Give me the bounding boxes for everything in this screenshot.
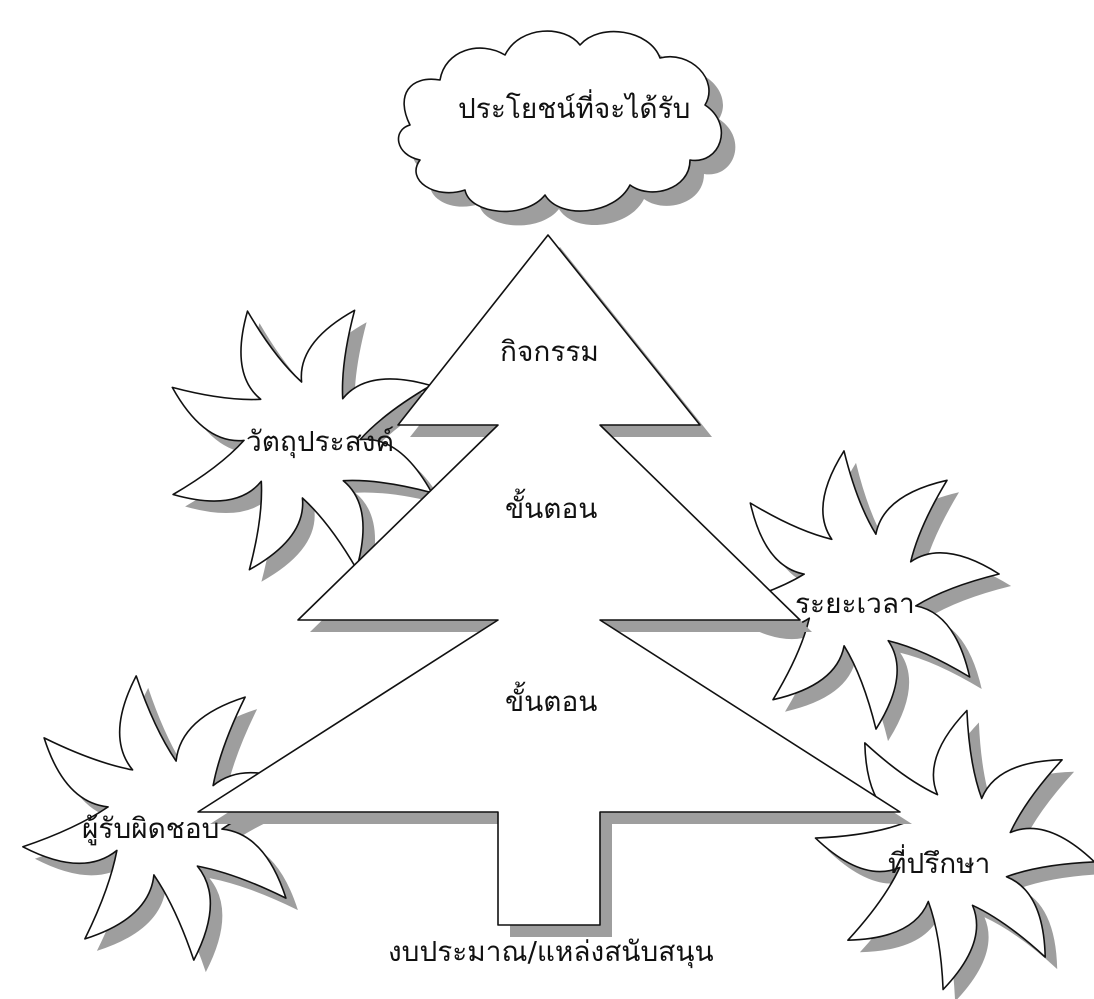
flower-outline	[171, 309, 433, 571]
advisor-label: ที่ปรึกษา	[888, 847, 991, 880]
flower-outline	[22, 675, 308, 961]
flower-responsible	[22, 675, 320, 973]
flower-objective	[171, 309, 444, 582]
objective-label: วัตถุประสงค์	[246, 425, 395, 458]
step-label-upper: ขั้นตอน	[505, 492, 598, 525]
flower-advisor	[814, 709, 1094, 999]
budget-label: งบประมาณ/แหล่งสนับสนุน	[388, 935, 714, 968]
responsible-label: ผู้รับผิดชอบ	[82, 812, 220, 845]
cloud-shape	[397, 30, 736, 226]
activity-label: กิจกรรม	[500, 335, 599, 368]
benefit-label: ประโยชน์ที่จะได้รับ	[458, 92, 691, 125]
step-label-lower: ขั้นตอน	[505, 685, 598, 718]
duration-label: ระยะเวลา	[795, 587, 915, 620]
flower-outline	[720, 450, 1000, 730]
flower-outline	[814, 709, 1094, 991]
flower-duration	[720, 450, 1012, 742]
